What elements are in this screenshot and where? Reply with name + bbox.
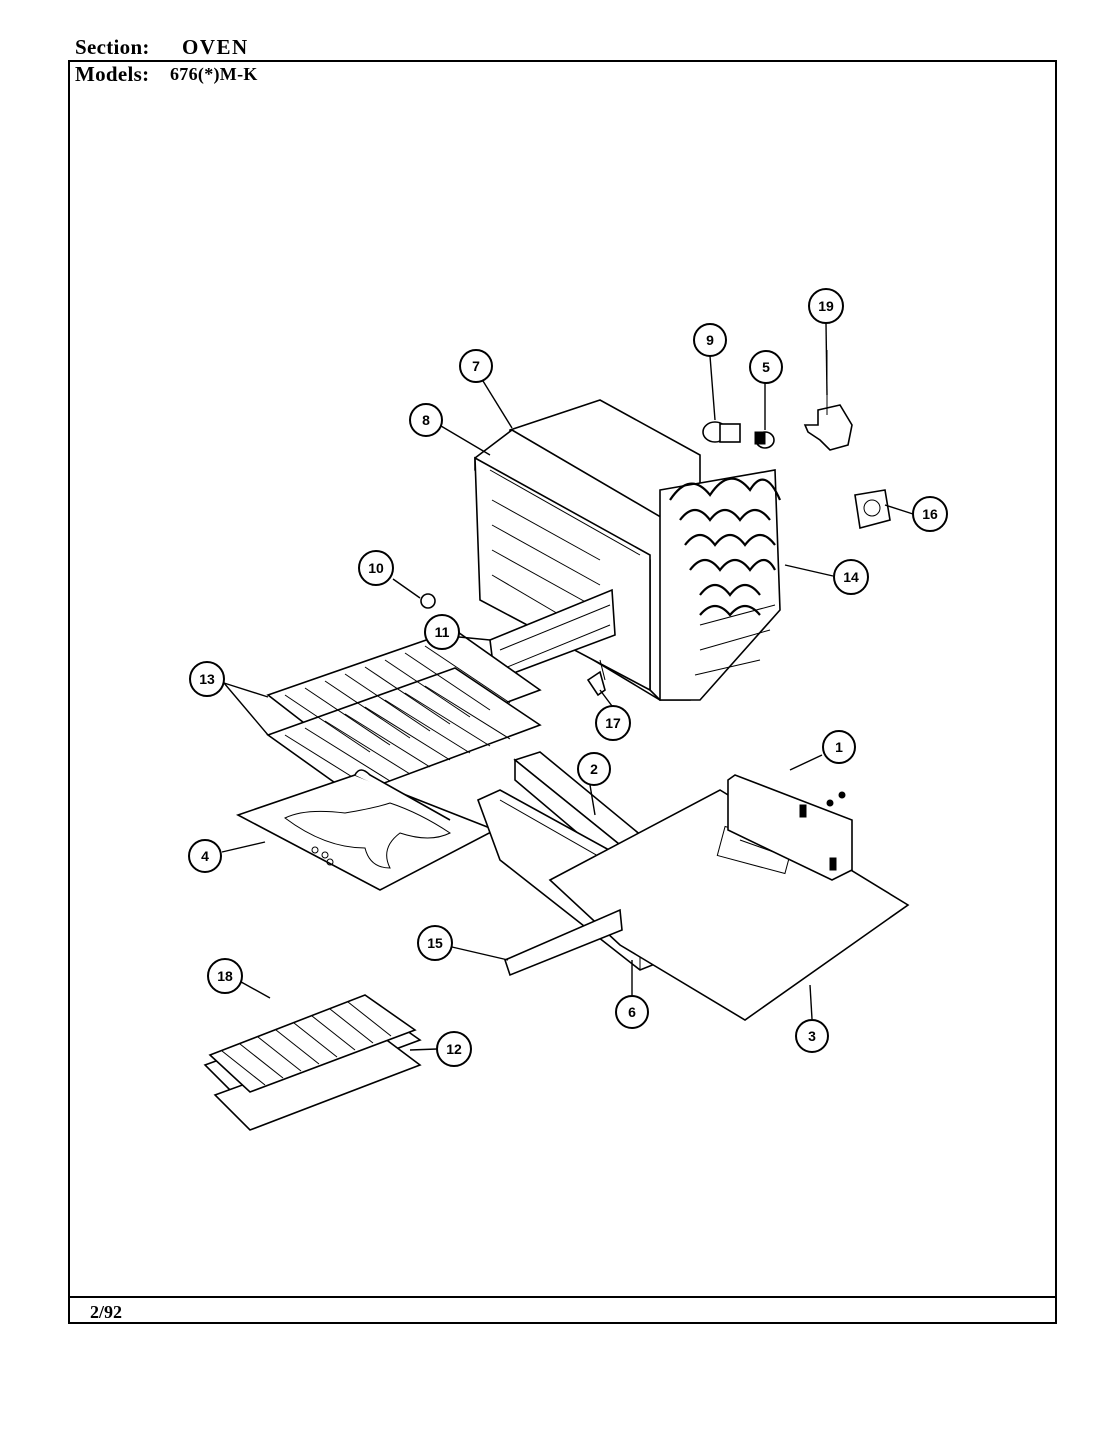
callout-18: 18: [207, 958, 243, 994]
callout-4: 4: [188, 839, 222, 873]
callout-label: 1: [835, 739, 843, 755]
callout-7: 7: [459, 349, 493, 383]
callout-11: 11: [424, 614, 460, 650]
callout-label: 17: [605, 715, 621, 731]
section-label: Section:: [75, 35, 150, 59]
callout-label: 11: [435, 624, 450, 640]
back-panel-part: [727, 774, 853, 881]
models-label: Models:: [75, 62, 150, 86]
callout-8: 8: [409, 403, 443, 437]
footer-date: 2/92: [90, 1302, 123, 1322]
broiler-grid-part: [208, 994, 417, 1093]
callout-label: 4: [201, 848, 209, 864]
bottom-panel-part: [235, 769, 497, 891]
callout-label: 3: [808, 1028, 816, 1044]
callout-13: 13: [189, 661, 225, 697]
models-value: 676(*)M-K: [170, 64, 258, 84]
oven-racks-part: [266, 629, 542, 796]
callout-label: 8: [422, 412, 430, 428]
callout-label: 16: [922, 506, 938, 522]
callout-1: 1: [822, 730, 856, 764]
bracket-part: [803, 350, 853, 451]
callout-label: 14: [843, 569, 859, 585]
callout-label: 5: [762, 359, 770, 375]
clip-part: [586, 659, 606, 697]
callout-label: 6: [628, 1004, 636, 1020]
footer-divider: [68, 1296, 1057, 1298]
slide-part: [504, 908, 623, 977]
callout-10: 10: [358, 550, 394, 586]
callout-label: 18: [217, 968, 233, 984]
callout-16: 16: [912, 496, 948, 532]
callout-15: 15: [417, 925, 453, 961]
callout-label: 2: [590, 761, 598, 777]
callout-17: 17: [595, 705, 631, 741]
callout-6: 6: [615, 995, 649, 1029]
diagram-frame: [68, 60, 1057, 1324]
light-socket-part: [702, 421, 741, 443]
callout-label: 12: [446, 1041, 462, 1057]
knob-part: [420, 593, 436, 609]
callout-label: 10: [368, 560, 384, 576]
callout-9: 9: [693, 323, 727, 357]
callout-label: 13: [199, 671, 215, 687]
callout-label: 15: [427, 935, 443, 951]
callout-19: 19: [808, 288, 844, 324]
callout-2: 2: [577, 752, 611, 786]
callout-5: 5: [749, 350, 783, 384]
callout-3: 3: [795, 1019, 829, 1053]
oven-light-part: [754, 431, 775, 449]
callout-12: 12: [436, 1031, 472, 1067]
gasket-plate-part: [854, 489, 891, 530]
callout-label: 19: [818, 298, 834, 314]
leader-lines: [221, 322, 914, 1051]
insulation-wrap-part: [669, 477, 782, 676]
callout-label: 9: [706, 332, 714, 348]
section-value: OVEN: [182, 35, 249, 59]
callout-14: 14: [833, 559, 869, 595]
callout-label: 7: [472, 358, 480, 374]
